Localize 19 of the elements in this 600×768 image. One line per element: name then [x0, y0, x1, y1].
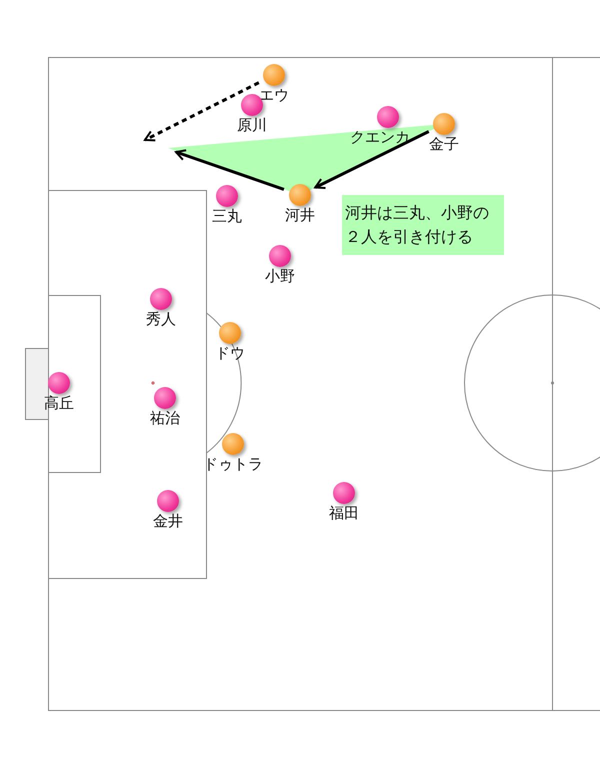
player-name: 金子	[429, 135, 459, 153]
player-name: 福田	[329, 504, 359, 522]
player-name: 三丸	[212, 207, 242, 225]
player-name: 高丘	[44, 394, 74, 412]
player-name: エウ	[259, 86, 289, 104]
player-name: 原川	[237, 116, 267, 134]
player-name: ドゥトラ	[203, 455, 263, 473]
player-name: ドウ	[215, 344, 245, 362]
note-text: 河井は三丸、小野の２人を引き付ける	[345, 202, 490, 248]
player-name: 河井	[285, 206, 315, 224]
player-name: 金井	[153, 512, 183, 530]
player-name: クエンカ	[350, 128, 410, 146]
note-box	[342, 195, 504, 255]
player-name: 小野	[265, 267, 295, 285]
movement-arrow	[175, 149, 284, 191]
player-name: 秀人	[146, 310, 176, 328]
movement-arrow	[314, 130, 430, 189]
run-arrow	[144, 81, 260, 142]
player-name: 祐治	[150, 409, 180, 427]
